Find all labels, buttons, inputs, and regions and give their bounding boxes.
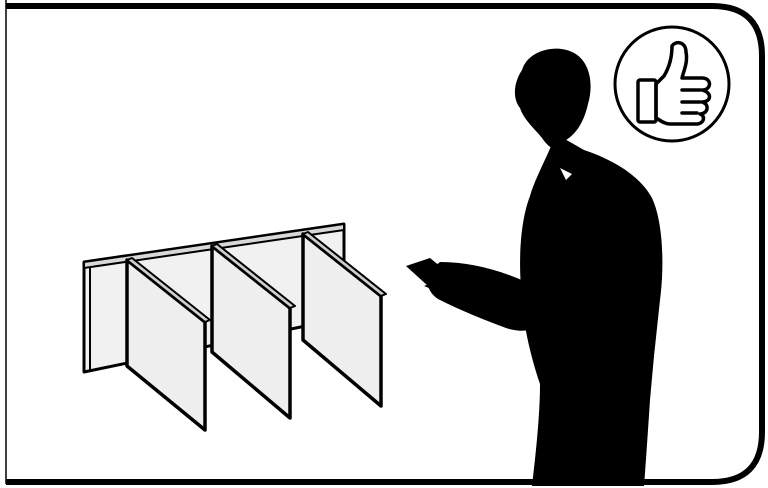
divider-panel-3 [301, 231, 387, 408]
panel-frame [5, 0, 765, 485]
divider-assembly [82, 222, 387, 432]
divider-panel-2 [210, 243, 296, 420]
divider-panel-1 [125, 257, 211, 432]
thumbs-up-icon [636, 40, 712, 126]
person-silhouette [406, 48, 663, 486]
hand-highlight [560, 168, 572, 180]
thumbs-up-badge [613, 25, 731, 143]
